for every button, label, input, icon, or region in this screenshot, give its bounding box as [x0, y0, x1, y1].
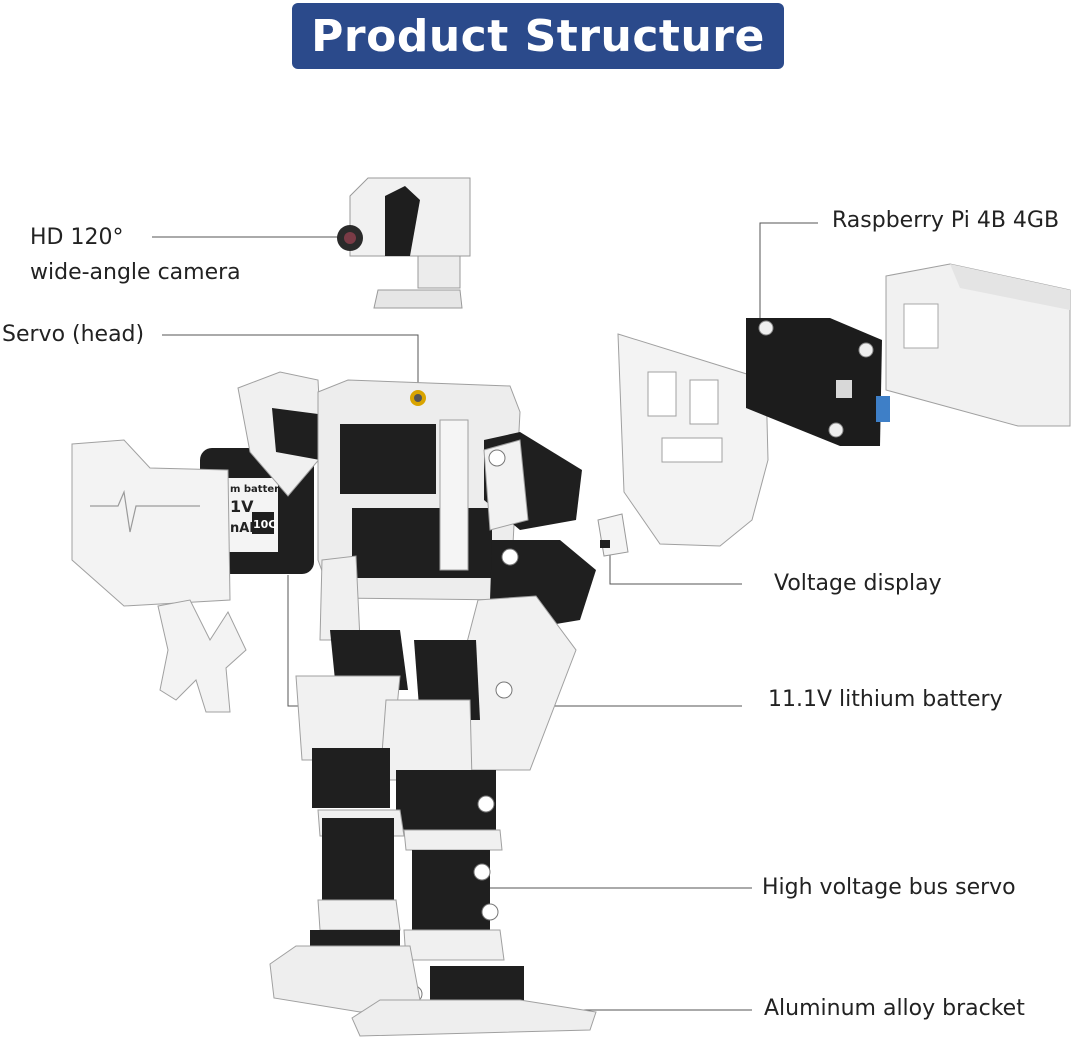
left-arm: [71, 371, 323, 713]
title-banner: Product Structure: [292, 3, 784, 69]
leader-raspberry-pi: [759, 222, 818, 318]
battery-sticker-badge: 10C: [253, 518, 276, 531]
legs: [295, 555, 524, 1016]
bracket-label: Aluminum alloy bracket: [764, 996, 1025, 1021]
leader-voltage-display: [609, 552, 742, 585]
feet: [269, 945, 597, 1037]
battery-sticker-line1: m battery: [230, 484, 286, 495]
voltage-display-label: Voltage display: [774, 571, 942, 596]
servo-head-label: Servo (head): [2, 322, 145, 347]
camera-module: [337, 177, 471, 309]
raspberry-pi-board: [746, 318, 890, 446]
page-title: Product Structure: [311, 10, 765, 62]
bus-servo-label: High voltage bus servo: [762, 875, 1016, 900]
camera-label-line2: wide-angle camera: [30, 260, 241, 285]
mounting-plate: [617, 333, 769, 547]
battery-sticker-line2: 1V: [230, 497, 254, 516]
battery-sticker-line3: nAh: [230, 521, 259, 536]
torso: [317, 379, 521, 601]
raspberry-pi-label: Raspberry Pi 4B 4GB: [832, 208, 1060, 233]
voltage-display-module: [597, 513, 629, 557]
battery-label: 11.1V lithium battery: [768, 687, 1003, 712]
right-arm: [439, 432, 596, 771]
camera-label-line1: HD 120°: [30, 225, 124, 250]
pi-cover-box: [885, 263, 1071, 427]
leader-battery: [287, 575, 742, 707]
leader-servo-head: [162, 334, 419, 398]
